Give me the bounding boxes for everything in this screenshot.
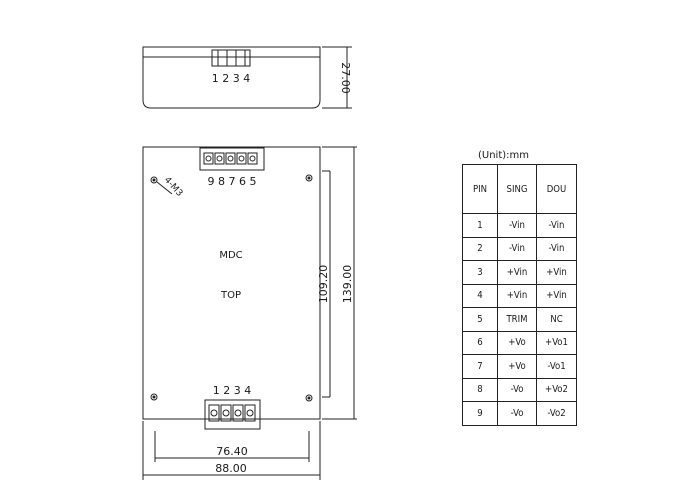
table-cell: -Vin [497, 236, 537, 261]
table-cell: -Vo1 [536, 354, 577, 379]
header-cell: SING [497, 164, 537, 214]
table-cell: TRIM [497, 307, 537, 332]
bottom-pin-numbers: 1 2 3 4 [213, 384, 251, 397]
top-terminal-block [199, 147, 265, 171]
table-cell: +Vin [536, 283, 577, 308]
table-cell: 1 [462, 213, 498, 238]
pin-table-header: PIN SING DOU [462, 164, 577, 214]
table-row: 7 +Vo -Vo1 [462, 354, 577, 379]
table-cell: -Vin [497, 213, 537, 238]
mount-hole [305, 174, 313, 182]
header-cell: DOU [536, 164, 577, 214]
table-cell: +Vo [497, 330, 537, 355]
table-cell: -Vin [536, 213, 577, 238]
table-cell: +Vin [536, 260, 577, 285]
table-row: 1 -Vin -Vin [462, 213, 577, 238]
table-row: 8 -Vo +Vo2 [462, 377, 577, 402]
table-cell: 3 [462, 260, 498, 285]
table-cell: -Vin [536, 236, 577, 261]
table-row: 5 TRIM NC [462, 307, 577, 332]
table-row: 9 -Vo -Vo2 [462, 401, 577, 426]
top-pin-numbers: 9 8 7 6 5 [208, 175, 257, 188]
table-cell: +Vin [497, 283, 537, 308]
side-view-connector [211, 49, 251, 67]
table-row: 3 +Vin +Vin [462, 260, 577, 285]
top-view [142, 146, 357, 480]
model-label: MDC [219, 250, 242, 261]
table-row: 6 +Vo +Vo1 [462, 330, 577, 355]
table-cell: -Vo2 [536, 401, 577, 426]
table-cell: 5 [462, 307, 498, 332]
table-cell: NC [536, 307, 577, 332]
bottom-terminal-block [204, 399, 261, 430]
mount-label: 4-M3 [162, 175, 184, 198]
side-view-cover [142, 46, 321, 58]
mount-leader [156, 181, 173, 195]
header-cell: PIN [462, 164, 498, 214]
table-cell: +Vo2 [536, 377, 577, 402]
pin-table: PIN SING DOU 1 -Vin -Vin 2 -Vin -Vin 3 +… [462, 164, 577, 426]
inner-width-dim: 76.40 [216, 445, 248, 458]
view-label: TOP [220, 290, 241, 301]
outer-width-dim: 88.00 [215, 462, 247, 475]
table-cell: 8 [462, 377, 498, 402]
side-view [142, 46, 352, 109]
side-view-body [142, 57, 321, 109]
mount-hole [305, 394, 313, 402]
table-cell: -Vo [497, 377, 537, 402]
table-row: 2 -Vin -Vin [462, 236, 577, 261]
table-cell: -Vo [497, 401, 537, 426]
table-cell: +Vo [497, 354, 537, 379]
inner-height-dim: 109.20 [317, 265, 330, 304]
table-cell: 9 [462, 401, 498, 426]
table-cell: +Vo1 [536, 330, 577, 355]
outer-height-dim: 139.00 [341, 265, 354, 304]
table-cell: +Vin [497, 260, 537, 285]
side-height-dim: 27.00 [339, 62, 352, 94]
table-cell: 2 [462, 236, 498, 261]
unit-label: (Unit):mm [478, 150, 530, 161]
table-cell: 7 [462, 354, 498, 379]
mount-hole [150, 176, 158, 184]
table-cell: 6 [462, 330, 498, 355]
mount-hole [150, 393, 158, 401]
table-cell: 4 [462, 283, 498, 308]
side-pin-numbers: 1 2 3 4 [212, 72, 250, 85]
table-row: 4 +Vin +Vin [462, 283, 577, 308]
